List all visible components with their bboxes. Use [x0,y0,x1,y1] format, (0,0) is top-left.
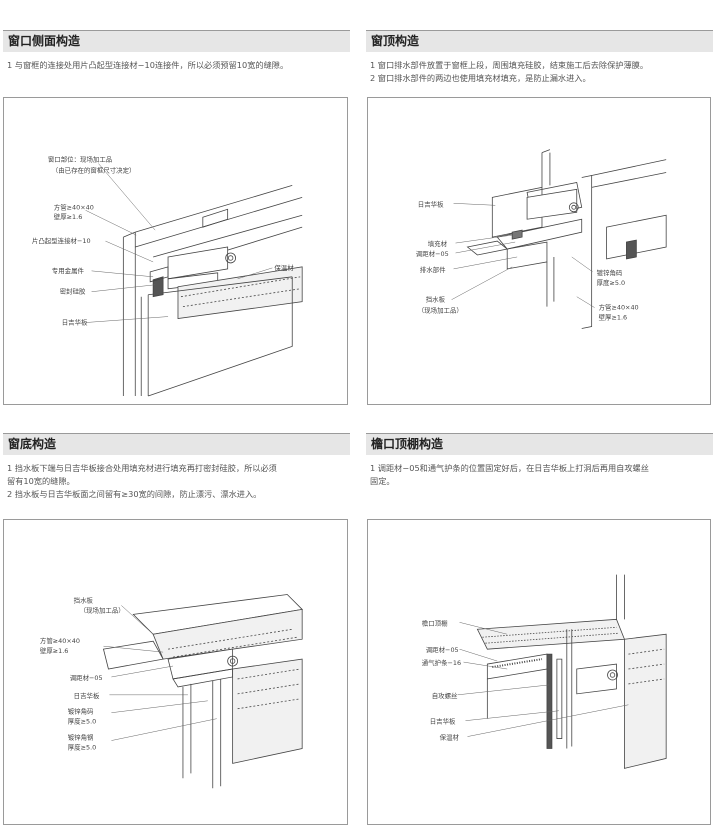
label: 方管≥40×40 [599,303,639,312]
label: 厚度≥5.0 [597,278,626,287]
label: 专用金属件 [52,266,85,275]
section-eave-soffit: 檐口顶棚构造 1 调距材−05和通气护条的位置固定好后，在日吉华板上打洞后再用自… [366,433,713,488]
label: 方管≥40×40 [54,202,94,211]
label: （由已存在的窗框尺寸决定） [52,166,136,175]
label: （现场加工品） [80,605,125,614]
label: 日吉华板 [62,318,88,327]
section-title: 檐口顶棚构造 [366,433,713,455]
label: （现场加工品） [418,306,463,315]
section-window-bottom: 窗底构造 1 挡水板下端与日吉华板接合处用填充材进行填充再打密封硅胶，所以必须 … [3,433,350,501]
section-title: 窗口侧面构造 [3,30,350,52]
label: 调距材−05 [426,645,459,654]
section-description: 1 挡水板下端与日吉华板接合处用填充材进行填充再打密封硅胶，所以必须 留有10宽… [3,462,350,501]
desc-line: 1 调距材−05和通气护条的位置固定好后，在日吉华板上打洞后再用自攻螺丝 [370,463,649,473]
label: 日吉华板 [74,691,100,700]
section-description: 1 调距材−05和通气护条的位置固定好后，在日吉华板上打洞后再用自攻螺丝 固定。 [366,462,713,488]
desc-line: 留有10宽的缝隙。 [7,476,75,486]
diagram-svg: 日吉华板 填充材 调距材−05 排水部件 挡水板 （现场加工品） 镀锌角码 厚度… [416,149,667,329]
section-window-side: 窗口侧面构造 1 与窗框的连接处用片凸起型连接材−10连接件，所以必须预留10宽… [3,30,350,72]
label: 排水部件 [420,265,446,274]
diagram-svg: 窗口部位：现场加工品 （由已存在的窗框尺寸决定） 方管≥40×40 壁厚≥1.6… [32,155,303,397]
section-title: 窗底构造 [3,433,350,455]
label: 镀锌角码 [68,707,94,716]
label: 密封硅胶 [60,287,86,296]
desc-line: 1 挡水板下端与日吉华板接合处用填充材进行填充再打密封硅胶，所以必须 [7,463,277,473]
label: 通气护条−16 [422,658,461,667]
desc-line: 2 窗口排水部件的两边也使用填充材填充，是防止漏水进入。 [370,73,591,83]
label: 镀锌角码 [597,268,623,277]
label: 壁厚≥1.6 [40,646,69,655]
label: 日吉华板 [418,199,444,208]
label: 挡水板 [426,295,446,304]
diagram-window-bottom: 挡水板 （现场加工品） 方管≥40×40 壁厚≥1.6 调距材−05 日吉华板 … [3,519,348,825]
section-description: 1 窗口排水部件放置于窗框上段，周围填充硅胶，结束施工后去除保护薄膜。 2 窗口… [366,59,713,85]
label: 镀锌角钢 [68,733,94,742]
section-window-top: 窗顶构造 1 窗口排水部件放置于窗框上段，周围填充硅胶，结束施工后去除保护薄膜。… [366,30,713,85]
label: 檐口顶棚 [422,618,448,627]
label: 壁厚≥1.6 [599,313,628,322]
desc-line: 1 与窗框的连接处用片凸起型连接材−10连接件，所以必须预留10宽的缝隙。 [7,60,289,70]
label: 厚度≥5.0 [68,717,97,726]
label: 方管≥40×40 [40,636,80,645]
label: 片凸起型连接材−10 [32,236,91,245]
label: 自攻螺丝 [432,691,458,700]
label: 保温材 [274,263,294,272]
label: 保温材 [440,733,460,742]
label: 调距材−05 [416,249,449,258]
label: 调距材−05 [70,673,103,682]
diagram-window-top: 日吉华板 填充材 调距材−05 排水部件 挡水板 （现场加工品） 镀锌角码 厚度… [367,97,711,405]
diagram-svg: 檐口顶棚 调距材−05 通气护条−16 自攻螺丝 日吉华板 保温材 [422,574,667,769]
desc-line: 1 窗口排水部件放置于窗框上段，周围填充硅胶，结束施工后去除保护薄膜。 [370,60,649,70]
label: 厚度≥5.0 [68,742,97,751]
label: 壁厚≥1.6 [54,212,83,221]
label: 挡水板 [74,595,94,604]
label: 填充材 [428,239,448,248]
section-title: 窗顶构造 [366,30,713,52]
diagram-svg: 挡水板 （现场加工品） 方管≥40×40 壁厚≥1.6 调距材−05 日吉华板 … [40,594,303,789]
diagram-window-side: 窗口部位：现场加工品 （由已存在的窗框尺寸决定） 方管≥40×40 壁厚≥1.6… [3,97,348,405]
desc-line: 固定。 [370,476,395,486]
diagram-eave-soffit: 檐口顶棚 调距材−05 通气护条−16 自攻螺丝 日吉华板 保温材 [367,519,711,825]
label: 日吉华板 [430,717,456,726]
section-description: 1 与窗框的连接处用片凸起型连接材−10连接件，所以必须预留10宽的缝隙。 [3,59,350,72]
desc-line: 2 挡水板与日吉华板面之间留有≥30宽的间隙，防止漂污、漂水进入。 [7,489,262,499]
label: 窗口部位：现场加工品 [48,155,112,164]
